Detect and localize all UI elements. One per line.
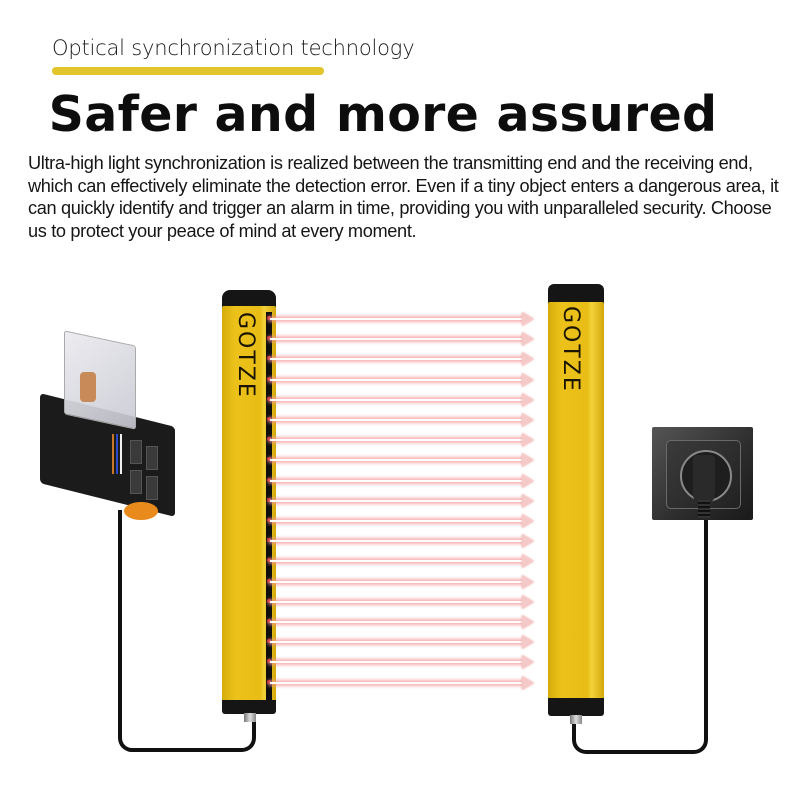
beam-arrow-icon [522, 574, 534, 589]
light-beam [270, 479, 524, 482]
beam-arrow-icon [522, 615, 534, 629]
emitter-led [267, 538, 271, 543]
emitter-led [267, 659, 271, 664]
beam-arrow-icon [522, 312, 534, 326]
relay-terminal [146, 476, 158, 500]
plug [693, 455, 715, 503]
beam-arrow-icon [522, 514, 534, 528]
relay-terminal [146, 446, 158, 470]
light-beam [270, 621, 524, 623]
emitter-led [267, 457, 271, 462]
light-beam [270, 358, 524, 361]
receiver-connector [570, 715, 582, 724]
emitter-led [267, 477, 271, 482]
emitter-led [267, 518, 271, 522]
emitter-led [267, 336, 271, 341]
light-beam [270, 600, 524, 603]
emitter-led [267, 396, 271, 401]
receiver-brand-label: GOTZE [558, 306, 583, 393]
emitter-strip [266, 312, 272, 702]
emitter-led [267, 558, 271, 563]
light-beam [270, 681, 524, 684]
light-beam [270, 560, 524, 563]
description-paragraph: Ultra-high light synchronization is real… [28, 153, 779, 241]
emitter-led [267, 619, 271, 623]
light-beam [270, 580, 524, 583]
transmitter-top-cap [222, 290, 276, 308]
light-beam [270, 540, 524, 543]
receiver-bottom-cap [548, 698, 604, 716]
beam-arrow-icon [522, 493, 534, 508]
emitter-led [267, 356, 271, 361]
light-beam [270, 661, 524, 664]
beam-arrow-icon [522, 473, 534, 488]
beam-arrow-icon [522, 554, 534, 569]
relay-knob [124, 502, 158, 520]
light-beam [270, 398, 524, 401]
emitter-led [267, 598, 271, 603]
beam-arrow-icon [522, 413, 534, 427]
relay-wire [112, 434, 114, 474]
beam-arrow-icon [522, 655, 534, 670]
beam-arrow-icon [522, 392, 534, 407]
light-beam [270, 338, 524, 341]
relay-wire [116, 434, 118, 474]
light-beam [270, 318, 524, 320]
emitter-led [267, 437, 271, 442]
receiver-body [548, 302, 604, 700]
beam-arrow-icon [522, 332, 534, 347]
light-beam [270, 439, 524, 442]
relay-housing [64, 330, 136, 430]
eyebrow-title: Optical synchronization technology [52, 36, 415, 60]
beam-arrow-icon [522, 675, 534, 690]
relay-wire [120, 434, 122, 474]
light-beam [270, 641, 524, 644]
beam-arrow-icon [522, 594, 534, 609]
beam-arrow-icon [522, 372, 534, 387]
beam-arrow-icon [522, 534, 534, 549]
light-beam [270, 499, 524, 502]
emitter-led [267, 497, 271, 502]
relay-terminal [130, 440, 142, 464]
beam-arrow-icon [522, 352, 534, 367]
emitter-led [267, 417, 271, 421]
relay-coil [80, 372, 96, 402]
transmitter-bottom-cap [222, 700, 276, 714]
eyebrow-underline [52, 67, 324, 75]
light-beam [270, 459, 524, 462]
light-beam [270, 419, 524, 421]
relay-terminal [130, 470, 142, 494]
transmitter-brand-label: GOTZE [233, 312, 258, 399]
transmitter-connector [244, 713, 256, 722]
emitter-led [267, 639, 271, 644]
receiver-top-cap [548, 284, 604, 304]
emitter-led [267, 316, 271, 320]
page-headline: Safer and more assured [48, 86, 718, 143]
plug-strain-relief [698, 500, 710, 518]
beam-arrow-icon [522, 635, 534, 650]
emitter-led [267, 578, 271, 583]
beam-arrow-icon [522, 433, 534, 448]
emitter-led [267, 679, 271, 684]
beam-arrow-icon [522, 453, 534, 468]
light-beam [270, 378, 524, 381]
emitter-led [267, 376, 271, 381]
light-beam [270, 520, 524, 522]
